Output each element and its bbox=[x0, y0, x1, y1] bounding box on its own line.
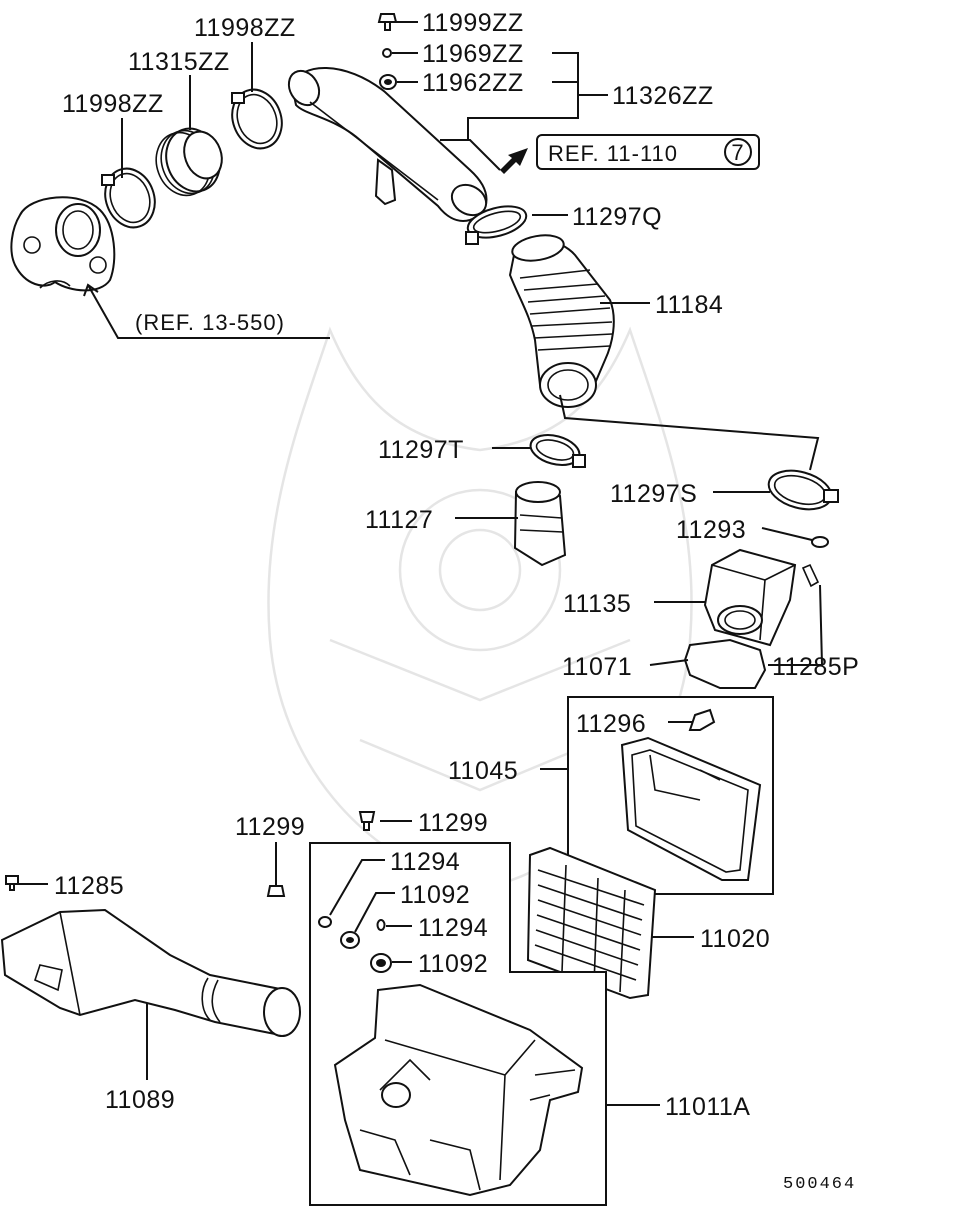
pin-11294-a[interactable] bbox=[318, 916, 332, 928]
label-11297s[interactable]: 11297S bbox=[610, 480, 697, 508]
label-11998zz-top[interactable]: 11998ZZ bbox=[194, 14, 296, 42]
label-11999zz[interactable]: 11999ZZ bbox=[422, 9, 524, 37]
label-11089[interactable]: 11089 bbox=[105, 1086, 175, 1114]
washer-11293[interactable] bbox=[811, 536, 829, 548]
label-11326zz[interactable]: 11326ZZ bbox=[612, 82, 714, 110]
label-11299-right[interactable]: 11299 bbox=[418, 809, 488, 837]
label-11071[interactable]: 11071 bbox=[562, 653, 632, 681]
label-11293[interactable]: 11293 bbox=[676, 516, 746, 544]
bellows-hose-11184[interactable] bbox=[508, 232, 615, 408]
label-11315zz[interactable]: 11315ZZ bbox=[128, 48, 230, 76]
grommet-11962zz[interactable] bbox=[379, 74, 397, 90]
part-labels: 11999ZZ 11969ZZ 11962ZZ 11326ZZ 11998ZZ … bbox=[54, 9, 859, 1121]
clamp-11998zz-top[interactable] bbox=[224, 83, 290, 156]
clip-11285p[interactable] bbox=[801, 563, 820, 588]
label-11294-b[interactable]: 11294 bbox=[418, 914, 488, 942]
label-11969zz[interactable]: 11969ZZ bbox=[422, 40, 524, 68]
ref-13-550[interactable]: (REF. 13-550) bbox=[135, 310, 285, 335]
label-11285[interactable]: 11285 bbox=[54, 872, 124, 900]
pipe-11127[interactable] bbox=[513, 481, 567, 567]
diagram-code: 500464 bbox=[783, 1175, 856, 1194]
bolt-11299-left[interactable] bbox=[266, 885, 286, 897]
label-11020[interactable]: 11020 bbox=[700, 925, 770, 953]
label-11296[interactable]: 11296 bbox=[576, 710, 646, 738]
circled-number-icon bbox=[724, 138, 752, 166]
label-11092-a[interactable]: 11092 bbox=[400, 881, 470, 909]
leader-lines bbox=[18, 21, 824, 1106]
label-11011a[interactable]: 11011A bbox=[665, 1093, 750, 1121]
label-11294-a[interactable]: 11294 bbox=[390, 848, 460, 876]
coupling-11315zz[interactable] bbox=[148, 121, 229, 203]
label-11184[interactable]: 11184 bbox=[655, 291, 723, 319]
bolt-11299-right[interactable] bbox=[358, 811, 376, 831]
label-11299-left[interactable]: 11299 bbox=[235, 813, 305, 841]
label-11297t[interactable]: 11297T bbox=[378, 436, 464, 464]
label-11285p[interactable]: 11285P bbox=[772, 653, 859, 681]
ref-11-110-text: REF. 11-110 bbox=[548, 141, 678, 166]
label-11297q[interactable]: 11297Q bbox=[572, 203, 662, 231]
air-cleaner-case-11011a[interactable] bbox=[333, 983, 584, 1197]
clamp-11297s[interactable] bbox=[764, 464, 839, 515]
ref-11-110-circled: 7 bbox=[731, 140, 744, 165]
clamp-11297t[interactable] bbox=[527, 430, 586, 470]
ring-11969zz[interactable] bbox=[382, 48, 392, 58]
bolt-11285[interactable] bbox=[5, 875, 19, 891]
label-11998zz-left[interactable]: 11998ZZ bbox=[62, 90, 164, 118]
throttle-body bbox=[10, 196, 116, 292]
filter-element-11020[interactable] bbox=[526, 846, 657, 1000]
grommet-11092-a[interactable] bbox=[340, 931, 360, 949]
label-11962zz[interactable]: 11962ZZ bbox=[422, 69, 524, 97]
intake-hose-11326zz[interactable] bbox=[283, 65, 492, 222]
air-duct-11089[interactable] bbox=[0, 908, 301, 1037]
pin-11294-b[interactable] bbox=[376, 919, 386, 931]
bolt-11999zz[interactable] bbox=[377, 13, 398, 31]
sensor-housing-11135[interactable] bbox=[703, 548, 797, 647]
ref-11-110[interactable]: REF. 11-110 7 bbox=[536, 134, 760, 170]
label-11135[interactable]: 11135 bbox=[563, 590, 631, 618]
filter-frame-11045[interactable] bbox=[620, 736, 762, 881]
label-11045[interactable]: 11045 bbox=[448, 757, 518, 785]
label-11092-b[interactable]: 11092 bbox=[418, 950, 488, 978]
clamp-11297q[interactable] bbox=[464, 201, 529, 245]
gasket-11071[interactable] bbox=[683, 638, 767, 689]
arrow-icon bbox=[500, 148, 528, 174]
grommet-11092-b[interactable] bbox=[370, 953, 392, 973]
label-11127[interactable]: 11127 bbox=[365, 506, 433, 534]
clip-11296[interactable] bbox=[688, 708, 716, 731]
